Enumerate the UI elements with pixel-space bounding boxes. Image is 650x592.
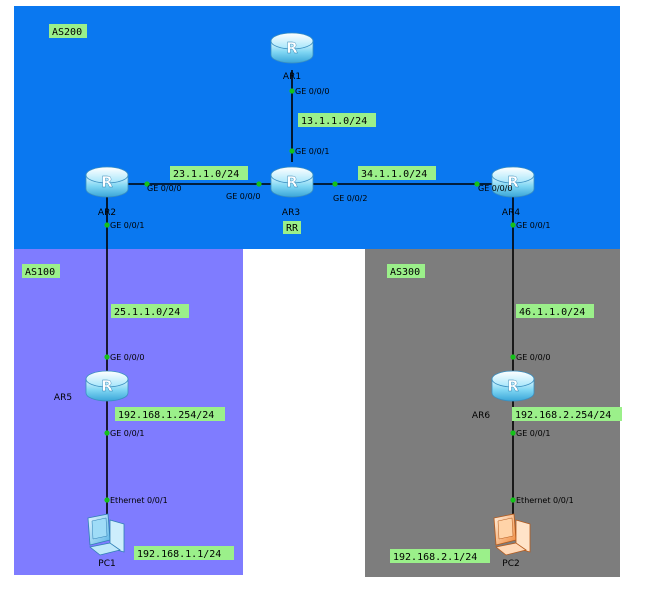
router-ar1[interactable]: AR1 [270, 32, 314, 82]
address-text: 192.168.2.1/24 [393, 552, 477, 563]
router-ar5-name: AR5 [54, 393, 72, 403]
port-dot [332, 181, 338, 187]
subnet-text: 34.1.1.0/24 [361, 169, 427, 180]
port-dot [510, 222, 516, 228]
as200-label-bg [49, 24, 87, 38]
router-icon [270, 32, 314, 64]
port-label: GE 0/0/1 [516, 429, 550, 438]
port-label: GE 0/0/1 [110, 221, 144, 230]
subnet-text: 25.1.1.0/24 [114, 307, 180, 318]
port-dot [289, 88, 295, 94]
port-label: GE 0/0/0 [478, 184, 512, 193]
port-label: Ethernet 0/0/1 [110, 496, 168, 505]
pc-icon [87, 513, 125, 556]
host-pc1[interactable]: PC1 [87, 513, 125, 569]
subnet-label-ar5-lan: 192.168.1.254/24 [115, 407, 225, 421]
host-pc2-name: PC2 [502, 559, 519, 569]
port-dot [474, 181, 480, 187]
subnet-label-ar1-ar3: 13.1.1.0/24 [298, 113, 376, 127]
router-ar3-role: RR [286, 223, 299, 234]
router-ar4[interactable]: AR4 [491, 166, 535, 218]
router-ar6-name: AR6 [472, 411, 490, 421]
pc-icon [493, 513, 531, 556]
host-pc2[interactable]: PC2 [493, 513, 531, 569]
host-pc2-address: 192.168.2.1/24 [390, 549, 490, 563]
subnet-label-ar4-ar6: 46.1.1.0/24 [516, 304, 594, 318]
subnet-text: 46.1.1.0/24 [519, 307, 585, 318]
subnet-label-ar3-ar4: 34.1.1.0/24 [358, 166, 436, 180]
router-icon [85, 166, 129, 198]
subnet-label-ar6-lan: 192.168.2.254/24 [512, 407, 622, 421]
port-dot [104, 354, 110, 360]
port-dot [144, 181, 150, 187]
subnet-label-ar2-ar5: 25.1.1.0/24 [111, 304, 189, 318]
router-ar4-name: AR4 [502, 208, 520, 218]
router-ar2[interactable]: AR2 [85, 166, 129, 218]
as200-label: AS200 [52, 27, 82, 38]
subnet-label-ar2-ar3: 23.1.1.0/24 [170, 166, 248, 180]
port-dot [510, 497, 516, 503]
subnet-text: 192.168.2.254/24 [515, 410, 611, 421]
port-dot [510, 430, 516, 436]
port-label: Ethernet 0/0/1 [516, 496, 574, 505]
port-dot [289, 148, 295, 154]
port-label: GE 0/0/0 [295, 87, 329, 96]
as300-label-bg [387, 264, 425, 278]
router-icon [491, 370, 535, 402]
port-label: GE 0/0/0 [147, 184, 181, 193]
port-label: GE 0/0/0 [226, 192, 260, 201]
as100-label-bg [22, 264, 60, 278]
router-icon [270, 166, 314, 198]
router-ar5[interactable]: AR5 [54, 370, 129, 403]
rr-label-bg [283, 221, 301, 234]
port-label: GE 0/0/1 [110, 429, 144, 438]
port-dot [104, 222, 110, 228]
subnet-text: 192.168.1.254/24 [118, 410, 214, 421]
port-label: GE 0/0/0 [110, 353, 144, 362]
port-dot [256, 181, 262, 187]
subnet-text: 13.1.1.0/24 [301, 116, 367, 127]
router-ar1-name: AR1 [283, 72, 301, 82]
port-dot [104, 430, 110, 436]
port-label: GE 0/0/1 [295, 147, 329, 156]
as200-region [14, 6, 620, 249]
router-ar3-name: AR3 [282, 208, 300, 218]
host-pc1-address: 192.168.1.1/24 [134, 546, 234, 560]
router-ar2-name: AR2 [98, 208, 116, 218]
port-dot [510, 354, 516, 360]
subnet-text: 23.1.1.0/24 [173, 169, 239, 180]
router-ar6[interactable]: AR6 [472, 370, 535, 421]
router-icon [85, 370, 129, 402]
port-dot [104, 497, 110, 503]
address-text: 192.168.1.1/24 [137, 549, 221, 560]
host-pc1-name: PC1 [98, 559, 115, 569]
port-label: GE 0/0/0 [516, 353, 550, 362]
area-as200: AS200 [14, 6, 620, 249]
as100-label: AS100 [25, 267, 55, 278]
as300-label: AS300 [390, 267, 420, 278]
port-label: GE 0/0/1 [516, 221, 550, 230]
router-ar3[interactable]: AR3 RR [270, 166, 314, 234]
port-label: GE 0/0/2 [333, 194, 367, 203]
